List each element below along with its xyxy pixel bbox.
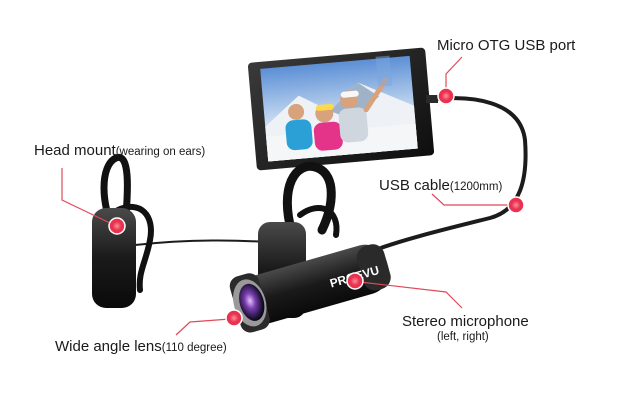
- label-wide-angle-lens-text: Wide angle lens: [55, 338, 162, 355]
- usb-connector: [426, 95, 438, 103]
- label-head-mount-detail: (wearing on ears): [115, 146, 206, 158]
- label-usb-cable-text: USB cable: [379, 177, 450, 194]
- label-usb-cable-detail: (1200mm): [449, 181, 503, 193]
- callout-markers: [108, 87, 525, 327]
- label-usb-cable: USB cable(1200mm): [379, 178, 502, 194]
- label-wide-angle-lens-detail: (110 degree): [161, 342, 227, 354]
- label-stereo-microphone-text: Stereo microphone: [402, 313, 529, 330]
- label-micro-otg-port: Micro OTG USB port: [437, 38, 575, 53]
- marker-wide-lens: [225, 309, 243, 327]
- leader-lines: [61, 56, 512, 336]
- head-mount: [92, 154, 154, 308]
- marker-usb-cable: [507, 196, 525, 214]
- marker-head-mount: [108, 217, 126, 235]
- marker-stereo-mic: [346, 272, 364, 290]
- label-head-mount: Head mount(wearing on ears): [34, 143, 205, 159]
- label-head-mount-text: Head mount: [34, 142, 116, 159]
- camera-unit: PRGEVU: [229, 161, 391, 333]
- smartphone: [247, 47, 438, 171]
- label-wide-angle-lens: Wide angle lens(110 degree): [55, 339, 227, 355]
- marker-otg-port: [437, 87, 455, 105]
- label-stereo-microphone-detail: (left, right): [437, 331, 489, 343]
- label-micro-otg-port-text: Micro OTG USB port: [437, 37, 576, 54]
- label-stereo-microphone: Stereo microphone: [402, 314, 529, 329]
- lens-glass: [239, 283, 265, 321]
- usb-cable: [369, 96, 528, 254]
